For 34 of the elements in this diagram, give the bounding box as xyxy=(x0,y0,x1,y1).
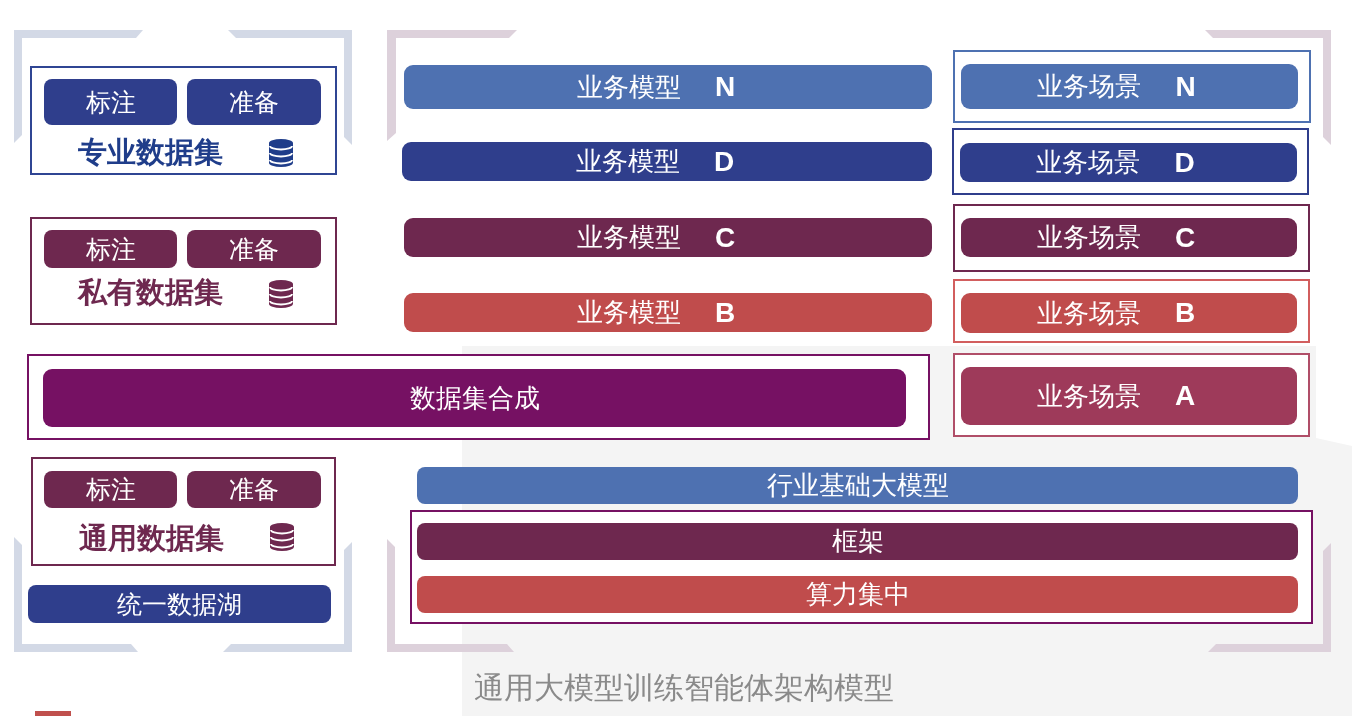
dataset-box xyxy=(30,217,337,325)
synthesis-bar: 数据集合成 xyxy=(43,369,906,427)
layer-bar: 框架 xyxy=(417,523,1298,560)
tag-pill: 准备 xyxy=(187,230,321,268)
tag-pill: 准备 xyxy=(187,471,321,508)
outline-frame xyxy=(953,353,1310,437)
model-bar: 业务模型 C xyxy=(404,218,932,257)
scenario-bar: 业务场景 B xyxy=(961,293,1297,333)
outline-frame xyxy=(953,204,1310,272)
outline-frame xyxy=(953,279,1310,343)
tag-pill: 标注 xyxy=(44,471,177,508)
outline-frame xyxy=(27,354,930,440)
outline-frame xyxy=(410,510,1313,624)
tag-pill: 标注 xyxy=(44,230,177,268)
tag-pill: 准备 xyxy=(187,79,321,125)
model-bar: 业务模型 D xyxy=(402,142,932,181)
scenario-bar: 业务场景 N xyxy=(961,64,1298,109)
tag-pill: 标注 xyxy=(44,79,177,125)
scenario-bar: 业务场景 C xyxy=(961,218,1297,257)
data-lake-bar: 统一数据湖 xyxy=(28,585,331,623)
outline-frame xyxy=(952,128,1309,195)
dataset-title: 私有数据集 xyxy=(78,276,223,308)
model-bar: 业务模型 N xyxy=(404,65,932,109)
layer-bar: 算力集中 xyxy=(417,576,1298,613)
dataset-box xyxy=(31,457,336,566)
scenario-bar: 业务场景 D xyxy=(960,143,1297,182)
scenario-bar: 业务场景 A xyxy=(961,367,1297,425)
dataset-box xyxy=(30,66,337,175)
dataset-title: 专业数据集 xyxy=(78,136,223,168)
caption: 通用大模型训练智能体架构模型 xyxy=(474,669,894,707)
dataset-title: 通用数据集 xyxy=(79,522,224,554)
layer-bar: 行业基础大模型 xyxy=(417,467,1298,504)
outline-frame xyxy=(953,50,1311,123)
model-bar: 业务模型 B xyxy=(404,293,932,332)
